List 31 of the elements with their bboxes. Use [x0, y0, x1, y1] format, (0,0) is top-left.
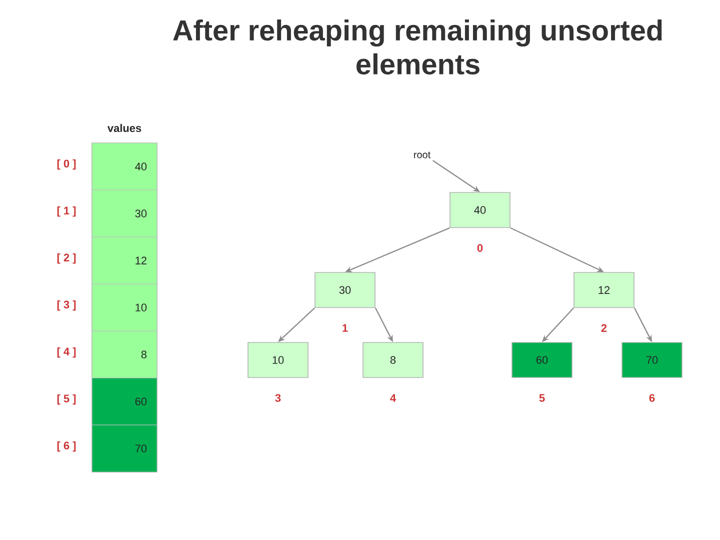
index-label: 5: [539, 394, 545, 402]
array-cell: 8: [92, 330, 158, 378]
tree-node: 40: [450, 192, 510, 228]
index-label: 1: [342, 324, 348, 332]
index-label: 3: [275, 394, 281, 402]
title: After reheaping remaining unsorted elements: [173, 19, 662, 75]
tree-node: 60: [512, 342, 572, 378]
array-cell: 60: [92, 378, 158, 426]
tree-node: 12: [574, 272, 634, 308]
array-cell: 40: [92, 142, 158, 190]
index-label: [ 5 ]: [57, 394, 76, 405]
tree-node: 10: [248, 342, 308, 378]
tree-node: 8: [362, 342, 424, 378]
array-heading: values: [108, 124, 142, 132]
index-label: [ 6 ]: [57, 441, 76, 452]
index-label: 2: [601, 324, 607, 332]
tree-node: 30: [314, 272, 376, 308]
array-cell: 12: [92, 236, 158, 284]
index-label: [ 0 ]: [57, 159, 76, 170]
index-label: [ 2 ]: [57, 253, 76, 264]
index-label: [ 3 ]: [57, 300, 76, 311]
pointer-label: root: [414, 152, 431, 158]
array-cell: 10: [92, 284, 158, 332]
tree-node: 70: [622, 342, 682, 378]
index-label: 6: [649, 394, 655, 402]
index-label: [ 4 ]: [57, 347, 76, 358]
index-label: [ 1 ]: [57, 206, 76, 217]
array-cell: 70: [92, 424, 158, 472]
index-label: 4: [390, 394, 396, 402]
array-cell: 30: [92, 190, 158, 238]
index-label: 0: [477, 244, 483, 252]
